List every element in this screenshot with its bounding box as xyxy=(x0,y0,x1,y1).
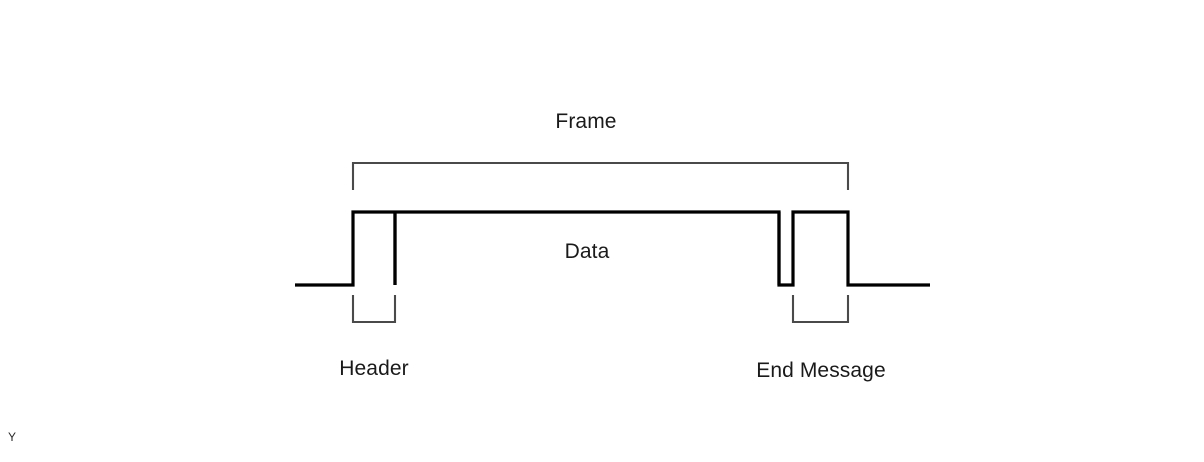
end-message-bracket xyxy=(791,295,850,324)
frame-bracket-group xyxy=(351,161,850,190)
frame-label: Frame xyxy=(0,110,1204,134)
data-label: Data xyxy=(564,240,610,263)
lower-brackets-group xyxy=(351,295,850,324)
frame-label-text: Frame xyxy=(555,110,617,133)
header-bracket xyxy=(351,295,397,324)
end-message-label: End Message xyxy=(756,359,886,382)
waveform-group xyxy=(295,210,930,287)
header-label: Header xyxy=(339,357,409,380)
frame-bracket xyxy=(351,161,850,190)
corner-marker-label: Y xyxy=(8,430,17,444)
